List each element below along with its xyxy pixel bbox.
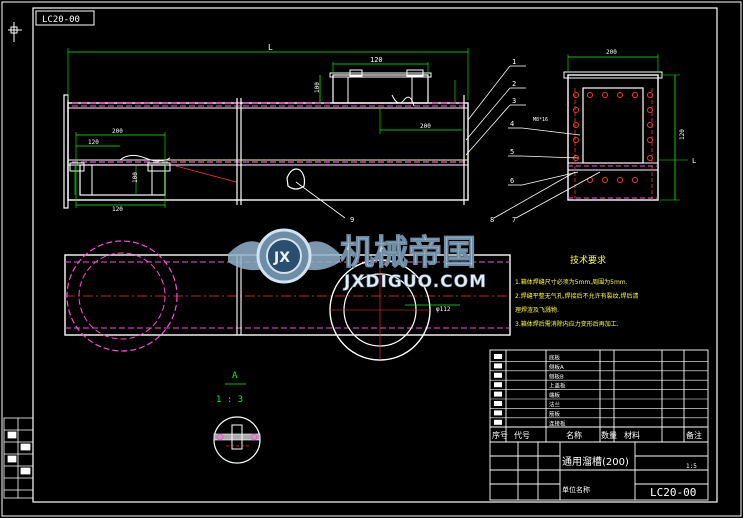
dim-right-width: 200 <box>606 49 617 56</box>
watermark-cn: 机械帝国 <box>340 233 476 273</box>
leader-number: 5 <box>510 148 514 156</box>
parts-row-index <box>494 382 502 388</box>
note-line: 3.箱体焊后需消除内应力变形后再加工. <box>515 320 619 328</box>
dim-right-height: 120 <box>679 129 686 140</box>
leader-number: 7 <box>512 216 516 224</box>
parts-row-name: 上盖板 <box>549 382 566 390</box>
leader-lines <box>295 65 601 219</box>
company-name: 单位名称 <box>562 485 590 494</box>
parts-row-index <box>494 419 502 425</box>
product-name: 通用溜槽(200) <box>562 455 629 468</box>
parts-row-name: 连接板 <box>549 419 566 427</box>
parts-header-cell: 材料 <box>624 430 640 440</box>
number-tag: LC20-00 <box>42 15 80 25</box>
dim-length: L <box>268 43 273 52</box>
notes-title: 技术要求 <box>570 254 606 266</box>
ucs-icon <box>8 22 22 42</box>
drawing-number-bottom: LC20-00 <box>650 486 696 499</box>
leader-number: 2 <box>512 80 516 88</box>
parts-row-index <box>494 410 502 416</box>
parts-header-cell: 序号 <box>492 430 508 440</box>
title-block <box>489 349 709 501</box>
dim-right-small: M8*16 <box>533 117 548 123</box>
parts-row-index <box>494 391 502 397</box>
parts-header-cell: 备注 <box>686 430 702 440</box>
parts-header-cell: 名称 <box>566 430 582 440</box>
top-inlet-box <box>332 74 429 104</box>
side-body <box>567 74 659 201</box>
dim-right-side: L <box>692 157 696 165</box>
parts-row-index <box>494 354 502 359</box>
note-line: 理焊渣及飞溅物. <box>515 306 559 314</box>
left-end-flange <box>63 94 69 209</box>
dim-left-width: 200 <box>112 128 123 135</box>
parts-list-header: 序号代号 名称 数量材料 备注 <box>492 430 702 440</box>
watermark-en: JXDIGUO.COM <box>343 272 487 292</box>
leader-number: 3 <box>512 97 516 105</box>
watermark-logo: JX <box>228 228 340 284</box>
note-line: 2.焊缝平整无气孔,焊接后不允许有裂纹,焊后清 <box>515 292 639 300</box>
notes-list: 1.箱体焊缝尺寸必须为5mm,周围为5mm. 2.焊缝平整无气孔,焊接后不允许有裂… <box>515 278 639 328</box>
scale-value: 1:5 <box>686 463 697 470</box>
parts-row-name: 侧板B <box>549 372 564 380</box>
parts-header-cell: 代号 <box>514 430 530 440</box>
leader-number: 1 <box>512 58 516 66</box>
leader-number: 8 <box>490 216 494 224</box>
parts-row-name: 法兰 <box>549 401 561 409</box>
number-tag-frame <box>35 10 95 26</box>
detail-scale: 1 : 3 <box>216 395 243 405</box>
parts-row-name: 端板 <box>549 391 561 399</box>
leader-number: 6 <box>510 177 514 185</box>
leader-number: 9 <box>350 216 354 224</box>
front-view <box>63 48 469 209</box>
note-line: 1.箱体焊缝尺寸必须为5mm,周围为5mm. <box>515 278 628 286</box>
parts-row-index <box>494 372 502 378</box>
dim-left-sub: 120 <box>88 139 99 146</box>
inner-border <box>32 7 718 503</box>
parts-row-name: 筋板 <box>549 410 561 418</box>
parts-row-index <box>494 363 502 369</box>
parts-header-cell: 数量 <box>601 430 617 440</box>
logo-mark: JX <box>273 250 290 266</box>
margin-table <box>3 417 34 499</box>
dim-inner: 200 <box>420 123 431 130</box>
leader-number: 4 <box>510 120 514 128</box>
parts-row-name: 底板 <box>549 354 561 362</box>
dim-bottom-dia: φ112 <box>436 306 451 313</box>
parts-row-index <box>494 401 502 406</box>
side-view <box>563 54 688 201</box>
detail-label: A <box>232 371 238 381</box>
trough-body <box>67 102 469 201</box>
dim-left-bottom: 120 <box>112 206 123 213</box>
dim-left-height: 100 <box>132 172 139 183</box>
parts-row-name: 侧板A <box>549 363 564 371</box>
dim-top-height: 100 <box>314 82 321 93</box>
dim-top-width: 120 <box>370 56 383 64</box>
plan-view <box>64 240 511 361</box>
detail-a: A 1 : 3 <box>213 371 261 464</box>
